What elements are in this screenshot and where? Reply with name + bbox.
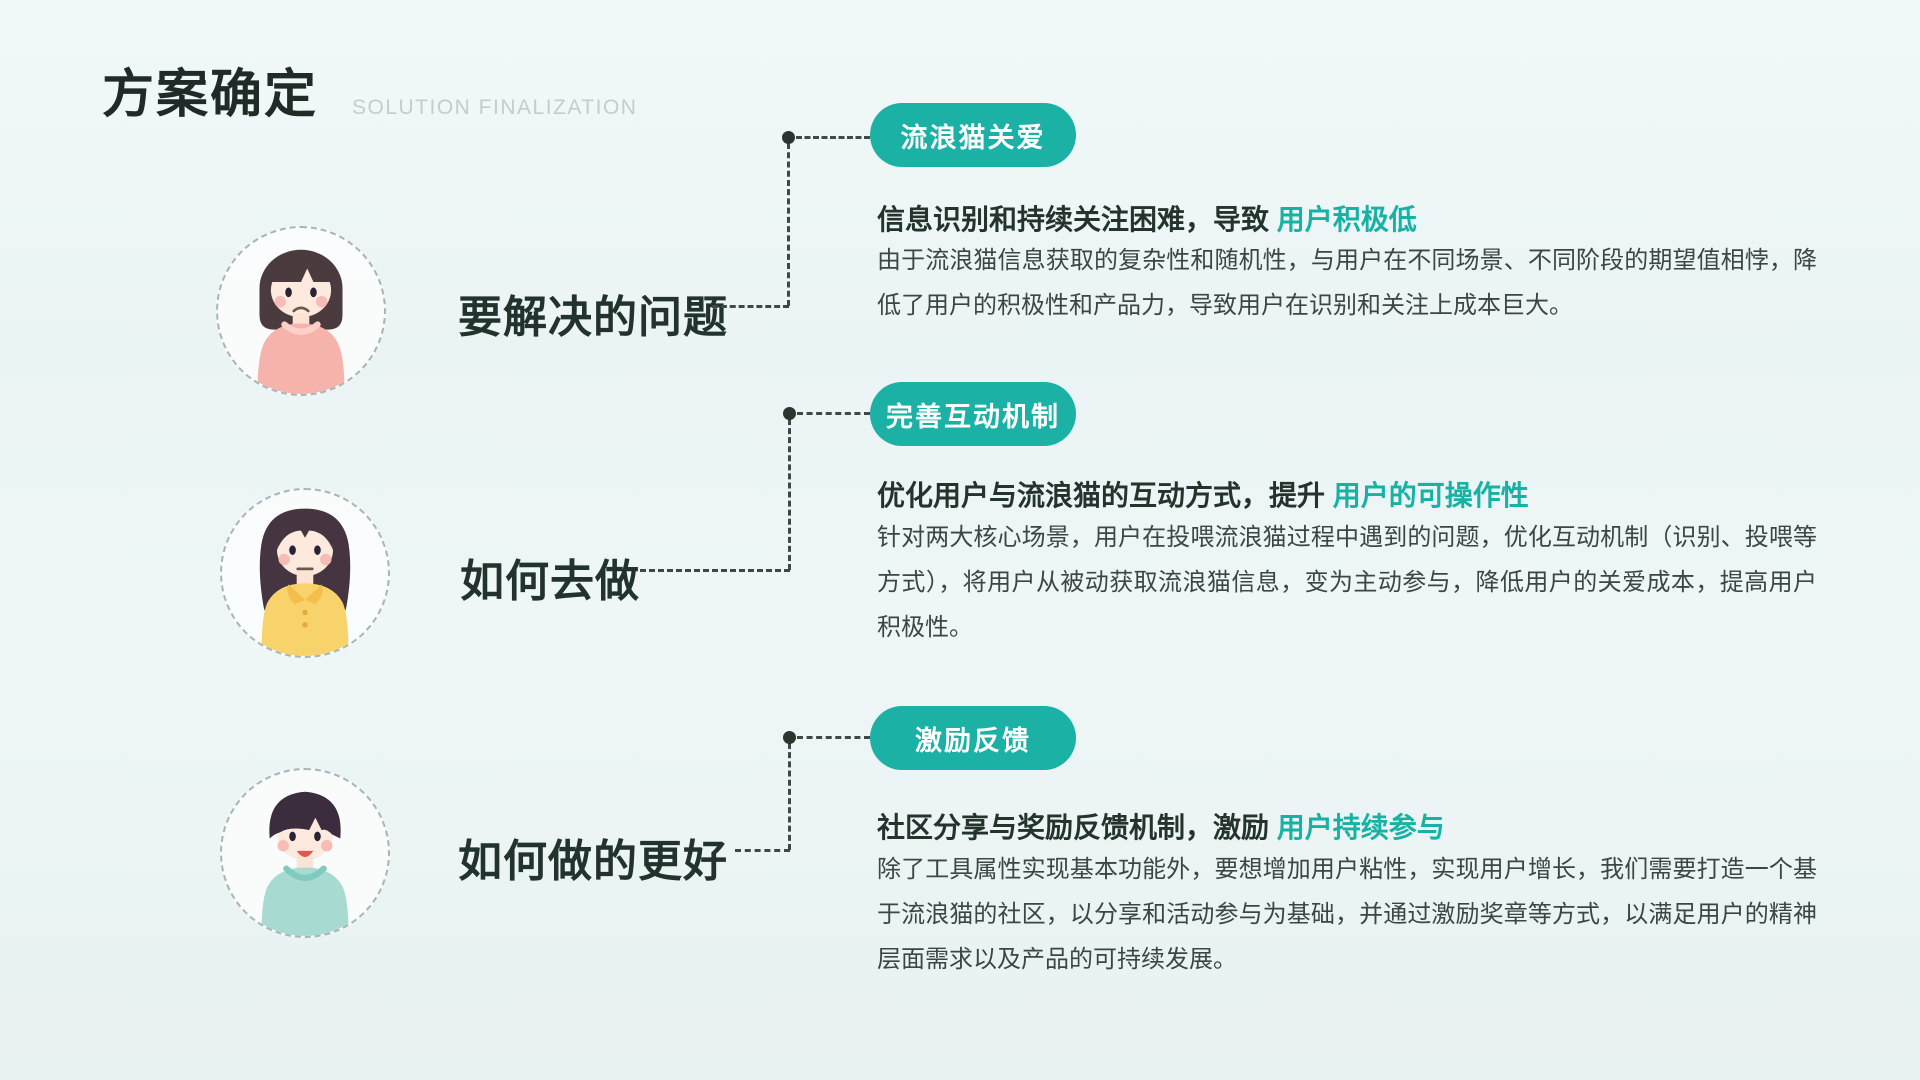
avatar bbox=[216, 226, 386, 396]
headline-highlight: 用户持续参与 bbox=[1276, 812, 1445, 843]
page-title: 方案确定 bbox=[102, 66, 319, 124]
headline-highlight: 用户的可操作性 bbox=[1332, 480, 1529, 511]
badge-pill: 激励反馈 bbox=[870, 706, 1076, 770]
row-label: 如何去做 bbox=[460, 557, 640, 606]
headline: 优化用户与流浪猫的互动方式，提升 用户的可操作性 bbox=[877, 474, 1529, 514]
boy-bowl-cut-avatar-icon bbox=[261, 791, 349, 936]
body-paragraph: 由于流浪猫信息获取的复杂性和随机性，与用户在不同场景、不同阶段的期望值相悖，降低… bbox=[877, 247, 1817, 319]
girl-bob-avatar-icon bbox=[257, 249, 345, 394]
connector-dash-horizontal bbox=[797, 736, 870, 739]
headline-plain: 优化用户与流浪猫的互动方式，提升 bbox=[877, 480, 1333, 511]
row-label: 如何做的更好 bbox=[458, 837, 728, 886]
woman-long-hair-avatar-icon bbox=[259, 508, 351, 656]
connector-dot bbox=[783, 731, 796, 744]
headline-highlight: 用户积极低 bbox=[1276, 204, 1417, 235]
connector-dash-vertical bbox=[787, 143, 790, 306]
headline-plain: 信息识别和持续关注困难，导致 bbox=[877, 204, 1277, 235]
headline-plain: 社区分享与奖励反馈机制，激励 bbox=[877, 812, 1277, 843]
connector-dash-vertical bbox=[788, 419, 791, 570]
connector-dash-horizontal bbox=[640, 569, 790, 572]
connector-dash-vertical bbox=[788, 743, 791, 850]
row-label: 要解决的问题 bbox=[458, 293, 728, 342]
headline: 信息识别和持续关注困难，导致 用户积极低 bbox=[877, 198, 1417, 238]
avatar bbox=[220, 488, 390, 658]
body-paragraph: 除了工具属性实现基本功能外，要想增加用户粘性，实现用户增长，我们需要打造一个基于… bbox=[877, 856, 1817, 973]
connector-dash-horizontal bbox=[796, 136, 870, 139]
avatar bbox=[220, 768, 390, 938]
connector-dash-horizontal bbox=[797, 412, 870, 415]
headline: 社区分享与奖励反馈机制，激励 用户持续参与 bbox=[877, 806, 1445, 846]
badge-pill: 流浪猫关爱 bbox=[870, 103, 1076, 167]
badge-pill: 完善互动机制 bbox=[870, 382, 1076, 446]
body-paragraph: 针对两大核心场景，用户在投喂流浪猫过程中遇到的问题，优化互动机制（识别、投喂等方… bbox=[877, 524, 1817, 641]
connector-dash-horizontal bbox=[712, 305, 789, 308]
connector-dot bbox=[783, 407, 796, 420]
page-subtitle: SOLUTION FINALIZATION bbox=[352, 96, 638, 119]
connector-dot bbox=[782, 131, 795, 144]
connector-dash-horizontal bbox=[735, 849, 790, 852]
